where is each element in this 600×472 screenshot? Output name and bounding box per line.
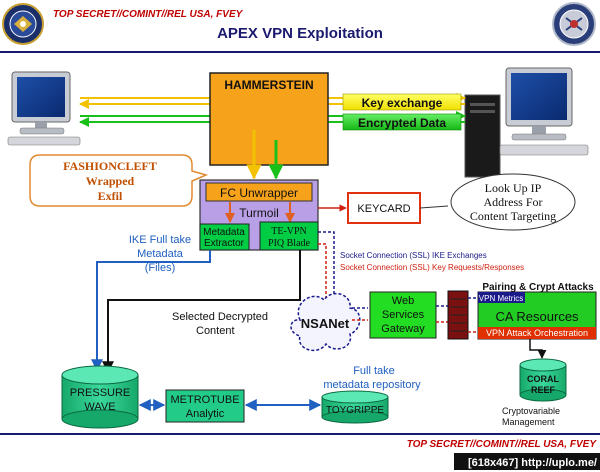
- callout-line-3: Content Targeting: [470, 209, 556, 223]
- te-vpn-label: TE-VPN: [271, 226, 307, 237]
- watermark-bar: [454, 453, 600, 470]
- fc-unwrapper-label: FC Unwrapper: [220, 186, 298, 200]
- header-classification: TOP SECRET//COMINT//REL USA, FVEY: [53, 9, 244, 20]
- metrotube-node[interactable]: METROTUBE Analytic: [165, 389, 245, 423]
- footer-classification: TOP SECRET//COMINT//REL USA, FVEY: [407, 439, 598, 450]
- vpn-attack-orchestration-label: VPN Attack Orchestration: [486, 328, 588, 338]
- socket-ike-label: Socket Connection (SSL) IKE Exchanges: [340, 251, 487, 260]
- callout-line-2: Address For: [484, 195, 543, 209]
- selected-content-label: Content: [196, 325, 235, 337]
- wsg-label-web: Web: [392, 295, 414, 307]
- ike-full-take-label: IKE Full take: [129, 234, 191, 246]
- toygrippe-db-icon[interactable]: TOYGRIPPE: [321, 390, 389, 424]
- server-rack-icon: [447, 290, 469, 340]
- coral-reef-label: CORAL: [527, 374, 559, 384]
- page-title: APEX VPN Exploitation: [217, 25, 383, 42]
- fashioncleft-exfil: Exfil: [98, 189, 123, 203]
- turmoil-label: Turmoil: [239, 206, 279, 220]
- metadata-extractor-label2: Extractor: [204, 238, 245, 249]
- fashioncleft-label: FASHIONCLEFT: [63, 159, 157, 173]
- pressure-wave-db-icon[interactable]: PRESSURE WAVE: [61, 365, 139, 429]
- vpn-metrics-label: VPN Metrics: [479, 294, 523, 303]
- ca-resources-node[interactable]: VPN Metrics CA Resources VPN Attack Orch…: [477, 291, 597, 340]
- key-exchange-bar[interactable]: Key exchange: [342, 93, 462, 111]
- socket-key-label: Socket Connection (SSL) Key Requests/Res…: [340, 263, 524, 272]
- nsanet-label: NSANet: [301, 316, 350, 331]
- nsa-seal-icon: [2, 3, 44, 45]
- keycard-label: KEYCARD: [357, 203, 410, 215]
- watermark-text: [618x467] http://uplo.me/: [468, 457, 597, 469]
- coral-reef-db-icon[interactable]: CORAL REEF: [519, 358, 567, 402]
- hammerstein-node[interactable]: HAMMERSTEIN: [209, 72, 329, 166]
- fashioncleft-callout[interactable]: FASHIONCLEFT Wrapped Exfil: [29, 154, 209, 207]
- toygrippe-label: TOYGRIPPE: [326, 405, 384, 416]
- management-label: Management: [502, 417, 555, 427]
- socket-ike-line: [318, 231, 335, 310]
- selected-decrypted-label: Selected Decrypted: [172, 311, 268, 323]
- metrotube-analytic-label: Analytic: [186, 408, 225, 420]
- coral-reef-label2: REEF: [531, 385, 556, 395]
- lookup-ip-callout: Look Up IP Address For Content Targeting: [450, 173, 576, 231]
- keycard-node[interactable]: KEYCARD: [347, 192, 421, 224]
- ike-files-label: (Files): [145, 262, 176, 274]
- decrypted-to-pressure-arrow: [102, 250, 301, 374]
- css-seal-icon: [552, 2, 596, 46]
- callout-line-1: Look Up IP: [485, 181, 542, 195]
- web-services-gateway-node[interactable]: Web Services Gateway: [369, 291, 437, 339]
- fashioncleft-wrapped: Wrapped: [86, 174, 135, 188]
- ike-metadata-label: Metadata: [137, 248, 184, 260]
- pressure-wave-label: PRESSURE: [70, 387, 131, 399]
- wsg-label-gateway: Gateway: [381, 323, 425, 335]
- metadata-to-pressure-arrow: [91, 250, 211, 372]
- ca-to-coralreef-arrow: [529, 339, 547, 359]
- pairing-crypt-label: Pairing & Crypt Attacks: [482, 282, 594, 293]
- cryptovariable-label: Cryptovariable: [502, 406, 560, 416]
- metadata-extractor-node[interactable]: Metadata Extractor: [199, 223, 250, 251]
- keycard-callout-pointer: [419, 205, 449, 209]
- full-take-label: Full take: [353, 365, 395, 377]
- pressure-wave-label2: WAVE: [84, 401, 115, 413]
- encrypted-data-label: Encrypted Data: [358, 116, 446, 130]
- metrotube-label: METROTUBE: [170, 394, 239, 406]
- te-vpn-node[interactable]: TE-VPN PIQ Blade: [259, 221, 319, 251]
- hammerstein-label: HAMMERSTEIN: [224, 78, 313, 92]
- socket-key-line: [318, 243, 327, 310]
- nsanet-cloud-icon[interactable]: NSANet: [290, 292, 361, 352]
- left-computer-icon: [7, 71, 81, 146]
- ca-resources-label: CA Resources: [495, 309, 579, 324]
- key-exchange-label: Key exchange: [362, 96, 443, 110]
- metadata-extractor-label: Metadata: [203, 227, 245, 238]
- piq-blade-label: PIQ Blade: [268, 238, 311, 249]
- right-computer-icon: [464, 67, 589, 178]
- header: TOP SECRET//COMINT//REL USA, FVEY APEX V…: [0, 0, 600, 53]
- encrypted-data-bar[interactable]: Encrypted Data: [342, 113, 462, 131]
- wsg-label-services: Services: [382, 309, 425, 321]
- metadata-repository-label: metadata repository: [323, 379, 421, 391]
